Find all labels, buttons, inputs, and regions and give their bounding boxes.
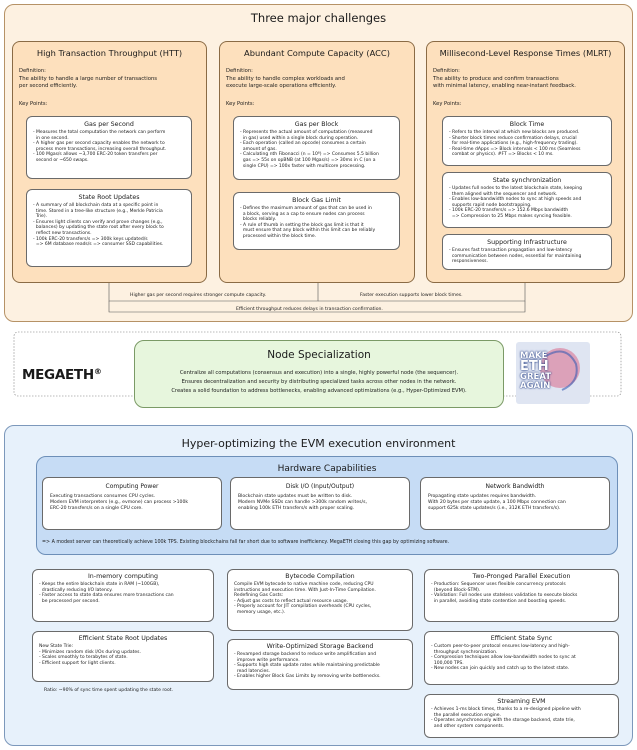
card-gas-per-block: Gas per Block - Represents the actual am… <box>233 116 400 180</box>
badge-art <box>540 348 580 391</box>
card-network-bandwidth: Network Bandwidth Propagating state upda… <box>420 477 610 530</box>
card-streaming-evm: Streaming EVM - Achieves 1-ms block time… <box>424 694 619 738</box>
card-body: - Refers to the interval at which new bl… <box>449 130 581 158</box>
badge-circle <box>540 348 580 388</box>
card-title: State synchronization <box>492 177 562 184</box>
card-body: - Keeps the entire blockchain state in R… <box>39 582 174 604</box>
card-title: State Root Updates <box>78 194 140 201</box>
ratio-note: Ratio: ~90% of sync time spent updating … <box>44 688 174 693</box>
card-body: - Ensures fast transaction propagation a… <box>449 248 582 265</box>
challenges-title: Three major challenges <box>250 11 387 25</box>
card-body: Blockchain state updates must be written… <box>238 494 367 511</box>
card-title: Two-Pronged Parallel Execution <box>472 573 571 580</box>
hardware-summary: => A modest server can theoretically ach… <box>42 540 450 545</box>
card-title: Block Gas Limit <box>292 197 341 204</box>
node-specialization-text: Centralize all computations (consensus a… <box>171 370 467 394</box>
card-efficient-state-root-updates: Efficient State Root Updates New State T… <box>32 631 214 682</box>
card-gas-per-second: Gas per Second - Measures the total comp… <box>26 116 192 179</box>
card-title: Efficient State Sync <box>490 635 553 642</box>
node-specialization-panel: Node Specialization Centralize all compu… <box>134 340 504 408</box>
hardware-title: Hardware Capabilities <box>277 464 377 474</box>
logo-text: MEGAETH <box>22 367 94 383</box>
card-title: Network Bandwidth <box>485 483 545 490</box>
card-disk-io: Disk I/O (Input/Output) Blockchain state… <box>230 477 410 530</box>
definition-text: The ability to handle complex workloads … <box>226 76 345 89</box>
card-title: Block Time <box>509 121 545 128</box>
column-title-acc: Abundant Compute Capacity (ACC) <box>244 48 390 58</box>
megaeth-logo: MEGAETH® <box>22 367 102 383</box>
card-title: Efficient State Root Updates <box>78 635 168 642</box>
card-computing-power: Computing Power Executing transactions c… <box>42 477 222 530</box>
card-body: Executing transactions consumes CPU cycl… <box>50 494 189 511</box>
card-supporting-infrastructure: Supporting Infrastructure - Ensures fast… <box>442 234 612 270</box>
card-body: - Production: Sequencer uses flexible co… <box>431 582 578 604</box>
connector-label-right: Faster execution supports lower block ti… <box>360 293 463 298</box>
card-body: - Updates full nodes to the latest block… <box>449 186 582 219</box>
card-write-optimized-storage: Write-Optimized Storage Backend - Revamp… <box>227 639 413 690</box>
card-body: - A summary of all blockchain data at a … <box>33 203 164 248</box>
card-body: - Achieves 1-ms block times, thanks to a… <box>431 707 581 729</box>
card-state-synchronization: State synchronization - Updates full nod… <box>442 172 612 228</box>
card-title: Streaming EVM <box>497 698 546 705</box>
card-body: Compile EVM bytecode to native machine c… <box>234 582 376 615</box>
definition-text: The ability to produce and confirm trans… <box>433 76 576 89</box>
definition-label: Definition: <box>19 68 46 74</box>
definition-text: The ability to handle a large number of … <box>19 76 158 89</box>
evm-title: Hyper-optimizing the EVM execution envir… <box>181 437 456 450</box>
key-points-label: Key Points: <box>19 101 48 107</box>
key-points-label: Key Points: <box>226 101 255 107</box>
card-body: - Defines the maximum amount of gas that… <box>240 206 376 239</box>
card-body: New State Trie: - Minimizes random disk … <box>39 644 141 666</box>
card-state-root-updates: State Root Updates - A summary of all bl… <box>26 189 192 267</box>
card-title: Write-Optimized Storage Backend <box>266 643 374 650</box>
card-block-gas-limit: Block Gas Limit - Defines the maximum am… <box>233 192 400 250</box>
card-body: Propagating state updates requires bandw… <box>428 494 566 511</box>
definition-label: Definition: <box>433 68 460 74</box>
card-title: Supporting Infrastructure <box>487 239 567 246</box>
card-block-time: Block Time - Refers to the interval at w… <box>442 116 612 166</box>
connector-label-left: Higher gas per second requires stronger … <box>130 293 267 298</box>
card-title: Gas per Block <box>294 121 339 128</box>
badge-text: MAKE ETH GREAT AGAIN <box>520 351 552 391</box>
logo-mark: ® <box>93 367 102 376</box>
column-title-mlrt: Millisecond-Level Response Times (MLRT) <box>439 48 612 58</box>
definition-label: Definition: <box>226 68 253 74</box>
card-title: Gas per Second <box>84 121 134 128</box>
card-two-pronged-parallel-execution: Two-Pronged Parallel Execution - Product… <box>424 569 619 622</box>
card-in-memory-computing: In-memory computing - Keeps the entire b… <box>32 569 214 622</box>
card-title: Bytecode Compilation <box>285 573 355 580</box>
card-body: - Revamped storage backend to reduce wri… <box>234 652 381 680</box>
card-body: - Represents the actual amount of comput… <box>240 130 379 169</box>
column-title-htt: High Transaction Throughput (HTT) <box>36 48 183 58</box>
badge-swirl <box>545 350 578 391</box>
card-title: Disk I/O (Input/Output) <box>285 483 355 490</box>
make-eth-great-again-badge: MAKE ETH GREAT AGAIN <box>516 342 590 404</box>
card-body: - Custom peer-to-peer protocol ensures l… <box>431 644 576 672</box>
card-efficient-state-sync: Efficient State Sync - Custom peer-to-pe… <box>424 631 619 685</box>
card-body: - Measures the total computation the net… <box>33 130 167 163</box>
card-title: Computing Power <box>105 483 159 490</box>
key-points-label: Key Points: <box>433 101 462 107</box>
card-bytecode-compilation: Bytecode Compilation Compile EVM bytecod… <box>227 569 413 631</box>
node-specialization-title: Node Specialization <box>267 349 371 361</box>
card-title: In-memory computing <box>87 573 159 580</box>
connector-label-bottom: Efficient throughput reduces delays in t… <box>236 307 383 312</box>
